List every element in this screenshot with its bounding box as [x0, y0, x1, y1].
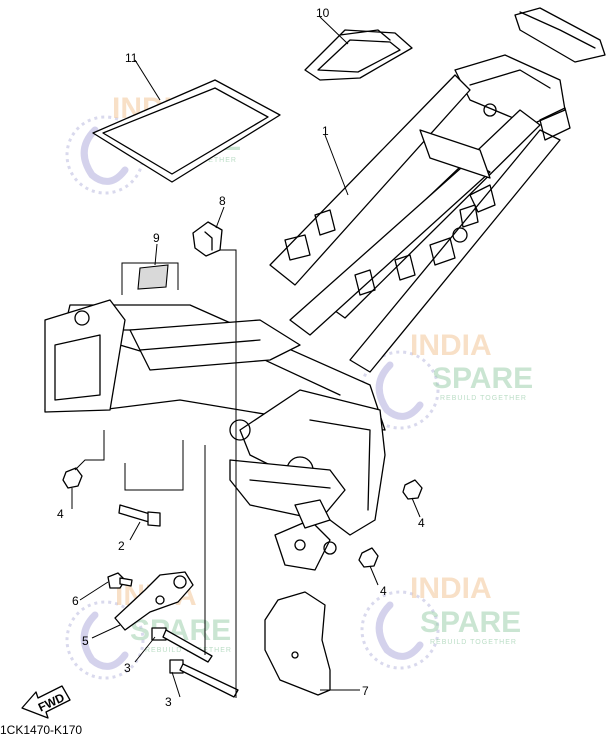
callout-9: 9 [153, 231, 160, 245]
part-3-bolt-upper [151, 627, 213, 663]
leader-lines [71, 16, 421, 698]
callout-2: 2 [118, 539, 125, 553]
callout-3-upper: 3 [124, 661, 131, 675]
watermark-india: INDIA [410, 572, 492, 605]
part-4-nut-right-lower [358, 547, 379, 568]
watermark-spare: SPARE [420, 606, 521, 639]
callout-6: 6 [72, 594, 79, 608]
watermark-tagline: REBUILD TOGETHER [440, 395, 527, 402]
part-4-nut-right-upper [402, 479, 423, 500]
callout-10: 10 [316, 6, 330, 20]
callout-11: 11 [125, 51, 138, 65]
callout-5: 5 [82, 634, 89, 648]
diagram-code: 1CK1470-K170 [0, 723, 83, 737]
callout-4-left: 4 [57, 507, 64, 521]
watermark-spare: SPARE [432, 362, 533, 395]
callout-4-right-upper: 4 [418, 516, 425, 530]
callout-7: 7 [362, 684, 369, 698]
part-11-sheet [92, 79, 281, 183]
part-5-bracket [114, 571, 194, 631]
part-1-frame [44, 7, 606, 571]
callout-labels: 10 11 1 8 9 4 2 4 4 6 5 3 3 7 [57, 6, 425, 709]
watermark-tagline: REBUILD TOGETHER [430, 639, 517, 646]
part-10-plate [304, 29, 413, 81]
watermark-bottom-right: INDIA SPARE REBUILD TOGETHER [360, 572, 521, 670]
callout-4-right-lower: 4 [380, 584, 387, 598]
part-7-cover [264, 591, 331, 696]
part-8-clip [192, 221, 223, 257]
callout-1: 1 [322, 124, 329, 138]
callout-8: 8 [219, 194, 226, 208]
fwd-label: FWD [36, 690, 67, 714]
part-6-bolt [107, 572, 133, 589]
part-9-label [137, 264, 169, 290]
fwd-arrow: FWD [21, 685, 71, 719]
part-3-bolt-lower [169, 659, 239, 698]
part-4-nut-left [62, 467, 83, 489]
watermark-india: INDIA [410, 329, 492, 362]
watermark-middle: INDIA SPARE REBUILD TOGETHER [360, 329, 533, 430]
part-2-bolt [118, 504, 161, 527]
callout-3-lower: 3 [165, 695, 172, 709]
